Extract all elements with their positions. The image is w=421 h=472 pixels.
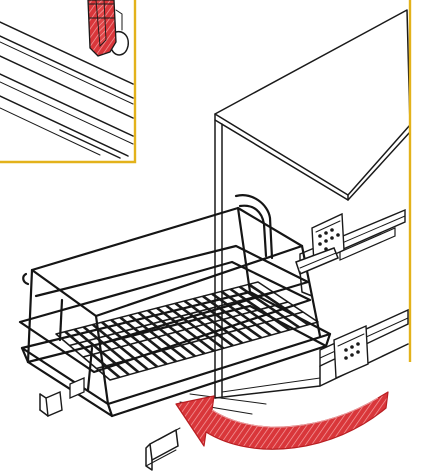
basket-connector-arm <box>295 247 339 297</box>
screw-holes <box>318 228 340 251</box>
basket-feet <box>39 377 85 418</box>
basket-posts <box>26 206 322 406</box>
curved-arrow <box>175 391 389 450</box>
lower-bracket <box>333 324 369 380</box>
callout-red-latch <box>87 0 117 57</box>
detail-callout-box <box>0 0 137 164</box>
grid-crossbar <box>82 301 289 358</box>
grid-crossbar <box>69 291 274 347</box>
basket-middle-rails <box>18 244 312 374</box>
wire-basket <box>18 194 339 418</box>
callout-rail <box>0 9 134 159</box>
